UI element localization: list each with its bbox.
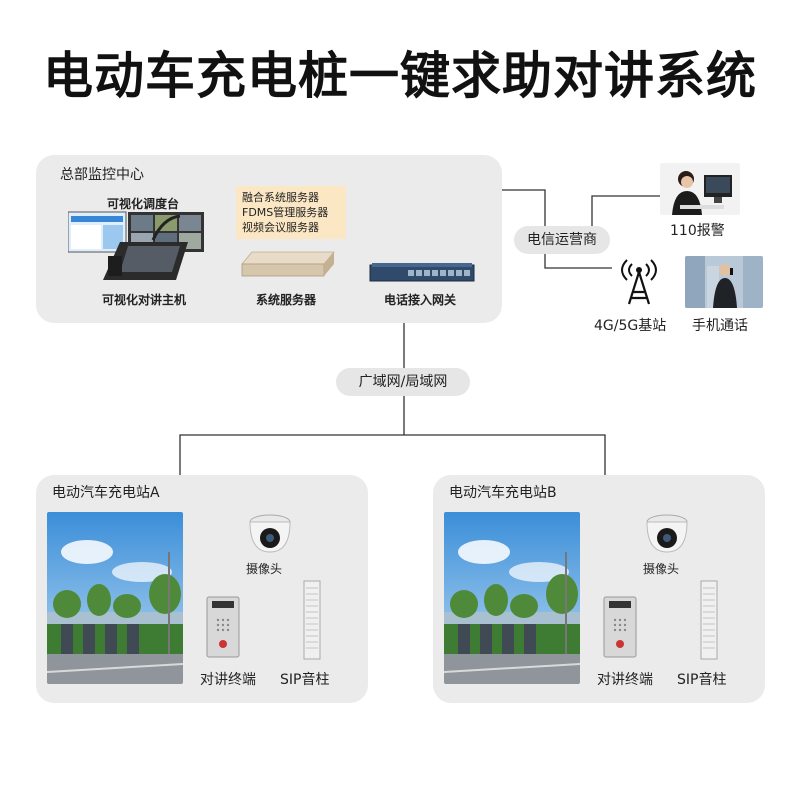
station-a-speaker-label: SIP音柱 bbox=[280, 672, 330, 688]
intercom-host-label: 可视化对讲主机 bbox=[102, 293, 187, 307]
camera-icon bbox=[249, 514, 291, 553]
dispatch-label: 可视化调度台 bbox=[107, 197, 180, 211]
server-notes: 融合系统服务器 FDMS管理服务器 视频会议服务器 bbox=[236, 186, 346, 239]
hq-label: 总部监控中心 bbox=[60, 167, 144, 183]
carrier-pill: 电信运营商 bbox=[514, 226, 610, 254]
line-to-station-a bbox=[179, 434, 606, 475]
station-b-speaker-label: SIP音柱 bbox=[677, 672, 727, 688]
gateway-icon bbox=[369, 263, 475, 282]
station-b-camera-label: 摄像头 bbox=[643, 562, 680, 576]
camera-icon bbox=[646, 514, 688, 553]
server-note-item: 融合系统服务器 bbox=[242, 191, 319, 204]
network-pill: 广域网/局域网 bbox=[336, 368, 470, 396]
server-note-item: 视频会议服务器 bbox=[242, 221, 319, 234]
station-a-label: 电动汽车充电站A bbox=[52, 485, 160, 501]
signal-tower-icon bbox=[621, 259, 657, 305]
line-carrier-base bbox=[544, 252, 612, 269]
police-operator-icon bbox=[660, 163, 740, 215]
page-title: 电动车充电桩一键求助对讲系统 bbox=[43, 47, 757, 105]
gateway-label: 电话接入网关 bbox=[384, 293, 457, 307]
system-server-label: 系统服务器 bbox=[256, 293, 317, 307]
sip-speaker-icon bbox=[303, 580, 321, 660]
intercom-terminal-icon bbox=[603, 596, 637, 658]
police-label: 110报警 bbox=[670, 223, 725, 239]
mobile-call-photo bbox=[685, 256, 763, 308]
station-a-terminal-label: 对讲终端 bbox=[200, 672, 256, 688]
station-b-terminal-label: 对讲终端 bbox=[597, 672, 653, 688]
station-b-label: 电动汽车充电站B bbox=[449, 485, 557, 501]
mobile-call-label: 手机通话 bbox=[692, 318, 748, 334]
server-note-item: FDMS管理服务器 bbox=[242, 206, 329, 219]
base-station-label: 4G/5G基站 bbox=[594, 318, 667, 334]
dispatch-console-icon bbox=[68, 211, 204, 280]
station-a-camera-label: 摄像头 bbox=[246, 562, 283, 576]
station-b-photo bbox=[444, 512, 580, 684]
line-carrier-110 bbox=[591, 195, 660, 226]
station-a-photo bbox=[47, 512, 183, 684]
sip-speaker-icon bbox=[700, 580, 718, 660]
server-icon bbox=[241, 251, 335, 277]
intercom-terminal-icon bbox=[206, 596, 240, 658]
